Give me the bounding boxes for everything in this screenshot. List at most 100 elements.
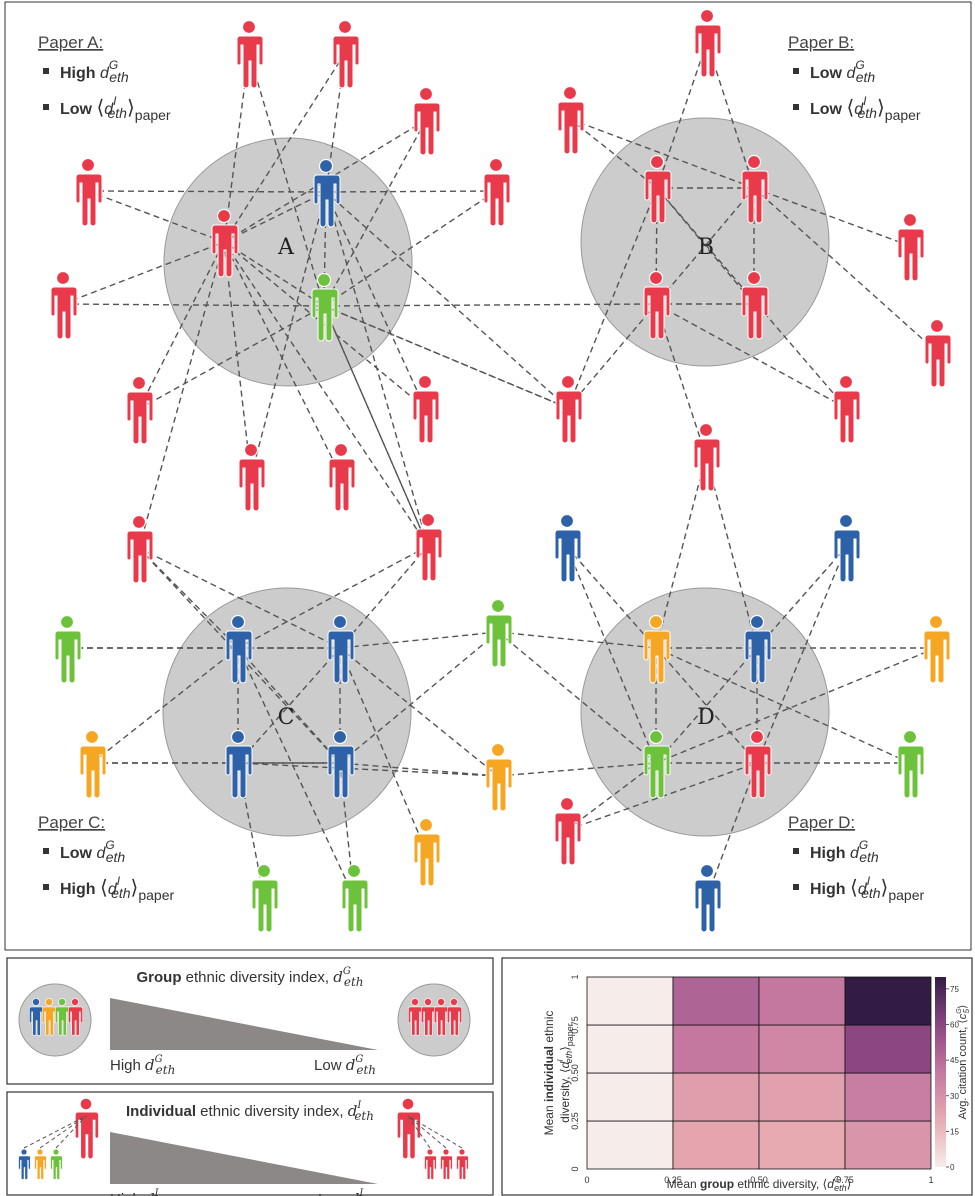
- bullet: [43, 68, 49, 74]
- circle-label-d: D: [697, 705, 715, 730]
- y-tick-label: 0.25: [570, 1112, 580, 1130]
- paper-title: Paper A:: [38, 33, 103, 52]
- author-27: [833, 513, 861, 583]
- colorbar-label: Avg. citation count, ⟨cG5⟩: [956, 1005, 971, 1120]
- author-9: [238, 442, 266, 512]
- author-16: [741, 154, 769, 224]
- heatmap-cell: [758, 1072, 846, 1122]
- edge: [138, 547, 341, 649]
- edge: [655, 647, 758, 764]
- x-tick-label: 0.50: [750, 1175, 768, 1185]
- author-22: [555, 374, 583, 444]
- edge: [323, 305, 569, 409]
- author-8: [126, 375, 154, 445]
- x-tick-label: 0: [584, 1175, 589, 1185]
- author-7: [50, 270, 78, 340]
- edge: [91, 647, 239, 764]
- edge: [323, 190, 497, 307]
- edge: [339, 631, 499, 764]
- group-member: [29, 998, 44, 1036]
- heatmap-cell: [758, 1120, 846, 1170]
- heatmap-cell: [758, 1024, 846, 1074]
- heatmap-cell: [672, 976, 760, 1026]
- edge: [138, 241, 225, 410]
- edge: [237, 647, 355, 898]
- bullet: [793, 68, 799, 74]
- bullet: [43, 884, 49, 890]
- edge: [223, 241, 429, 547]
- edge: [237, 647, 341, 764]
- bullet: [43, 848, 49, 854]
- edge: [339, 647, 499, 777]
- colorbar-tick-label: 60: [950, 1021, 959, 1030]
- author-30: [327, 614, 355, 684]
- author-39: [643, 729, 671, 799]
- heatmap-cell: [844, 1072, 932, 1122]
- edge: [656, 41, 708, 189]
- edge: [237, 762, 499, 777]
- author-38: [485, 742, 513, 812]
- coauthor: [440, 1148, 453, 1180]
- bullet: [793, 848, 799, 854]
- heatmap-cell: [672, 1024, 760, 1074]
- high-label: High dIeth: [110, 1188, 171, 1196]
- y-tick-label: 0: [570, 1166, 580, 1171]
- author-32: [643, 614, 671, 684]
- circle-label-c: C: [278, 705, 295, 730]
- author-18: [741, 270, 769, 340]
- top-panel-frame: [4, 1, 972, 951]
- edge: [323, 303, 657, 307]
- author-2: [413, 86, 441, 156]
- edge: [250, 191, 327, 477]
- edge: [706, 762, 758, 898]
- edge: [138, 241, 225, 549]
- heatmap-cell: [672, 1072, 760, 1122]
- edge: [323, 305, 429, 547]
- author-29: [225, 614, 253, 684]
- coauthor: [50, 1148, 63, 1180]
- y-tick-label: 0.75: [570, 1016, 580, 1034]
- edge: [655, 647, 937, 764]
- group-member: [42, 998, 57, 1036]
- author-42: [413, 817, 441, 887]
- author-40: [744, 729, 772, 799]
- coauthor: [18, 1148, 31, 1180]
- author-5: [211, 208, 239, 278]
- circle-paper-a: [163, 137, 413, 387]
- edge: [655, 187, 755, 305]
- edge: [339, 762, 499, 777]
- edge: [566, 546, 657, 649]
- edge: [325, 190, 497, 193]
- edge: [569, 118, 658, 189]
- author-12: [483, 157, 511, 227]
- edge: [566, 546, 657, 764]
- edge: [753, 187, 938, 353]
- coauthor: [34, 1148, 47, 1180]
- authors: [50, 8, 952, 933]
- colorbar-tick-label: 45: [950, 1056, 959, 1065]
- author-35: [79, 729, 107, 799]
- edge: [62, 303, 325, 307]
- heatmap-cell: [758, 976, 846, 1026]
- low-label: Low dIeth: [318, 1188, 376, 1196]
- edge: [339, 545, 429, 649]
- circle-paper-c: [162, 587, 412, 837]
- author-15: [644, 154, 672, 224]
- author-25: [693, 422, 721, 492]
- edge: [223, 241, 342, 477]
- author-6: [311, 272, 339, 342]
